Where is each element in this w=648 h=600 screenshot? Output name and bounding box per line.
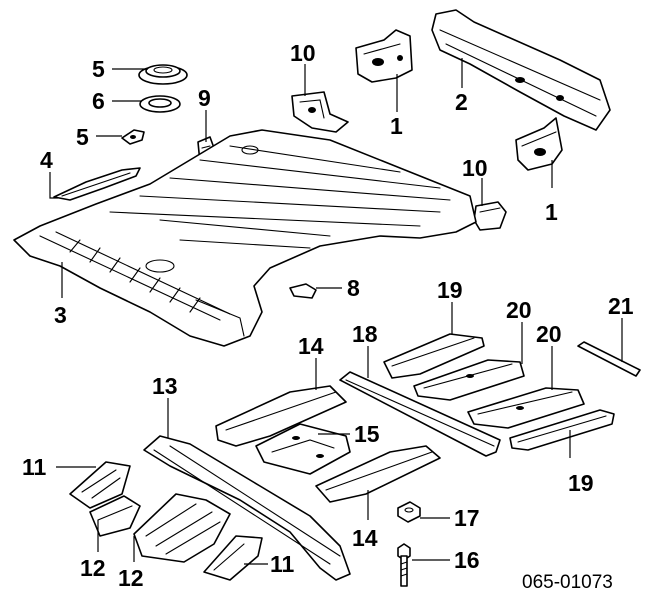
callout-12-left: 12 [80, 555, 106, 581]
part-7-ring[interactable] [139, 95, 181, 113]
part-11-bracket-left[interactable] [69, 461, 131, 509]
part-11-bracket-right[interactable] [203, 535, 263, 581]
callout-19-upper: 19 [437, 277, 463, 303]
callout-1-lower: 1 [545, 199, 558, 225]
callout-10-lower: 10 [462, 155, 488, 181]
callout-13: 13 [152, 373, 178, 399]
callout-17: 17 [454, 505, 480, 531]
callout-15: 15 [354, 421, 380, 447]
callout-5: 5 [76, 124, 89, 150]
part-18-long-rail[interactable] [339, 371, 501, 457]
part-13-side-member[interactable] [143, 435, 351, 581]
callout-2: 2 [455, 89, 468, 115]
part-5-clip[interactable] [121, 129, 145, 145]
callout-16: 16 [454, 547, 480, 573]
callout-11-right: 11 [270, 551, 295, 577]
callout-8: 9 [198, 85, 211, 111]
part-20-rail-lower[interactable] [467, 387, 585, 429]
part-1-bracket-lower[interactable] [515, 117, 563, 171]
callout-21: 21 [608, 293, 634, 319]
callout-4: 4 [40, 147, 53, 173]
callout-12-mid: 12 [118, 565, 144, 591]
part-21-brace[interactable] [577, 341, 641, 377]
callout-14-lower: 14 [352, 525, 378, 551]
callout-11-left: 11 [22, 454, 47, 480]
drawing-code: 065-01073 [522, 572, 613, 593]
callout-9: 8 [347, 275, 360, 301]
part-10-bracket-upper[interactable] [291, 91, 349, 133]
callout-labels: 5 6 5 4 9 10 1 2 10 1 3 8 19 20 20 21 18… [22, 40, 634, 593]
part-1-bracket-upper[interactable] [355, 29, 413, 83]
part-12-bracket-mid[interactable] [133, 493, 231, 563]
part-10-bracket-lower[interactable] [473, 201, 507, 231]
part-19-rail-lower[interactable] [509, 409, 615, 451]
part-6-grommet[interactable] [138, 64, 188, 85]
callout-1-upper: 1 [390, 113, 403, 139]
part-14-rail-lower[interactable] [315, 445, 441, 503]
part-19-rail-upper[interactable] [383, 333, 485, 379]
part-2-cross-member[interactable] [431, 9, 611, 131]
leader-lines [49, 58, 623, 565]
callout-18: 18 [352, 321, 378, 347]
callout-14-upper: 14 [298, 333, 324, 359]
part-14-rail-upper[interactable] [215, 385, 347, 447]
callout-6: 5 [92, 56, 105, 82]
part-17-nut[interactable] [397, 501, 421, 523]
callout-19-lower: 19 [568, 470, 594, 496]
callout-20-upper: 20 [506, 297, 532, 323]
part-15-plate[interactable] [255, 423, 351, 475]
callout-10-upper: 10 [290, 40, 316, 66]
callout-3: 3 [54, 302, 67, 328]
callout-20-lower: 20 [536, 321, 562, 347]
callout-7: 6 [92, 88, 105, 114]
part-9-bracket[interactable] [289, 283, 317, 299]
part-3-floor-pan[interactable] [13, 129, 477, 347]
part-4-side-rail[interactable] [53, 167, 141, 201]
part-20-rail-upper[interactable] [413, 359, 525, 401]
part-16-bolt[interactable] [397, 543, 411, 587]
